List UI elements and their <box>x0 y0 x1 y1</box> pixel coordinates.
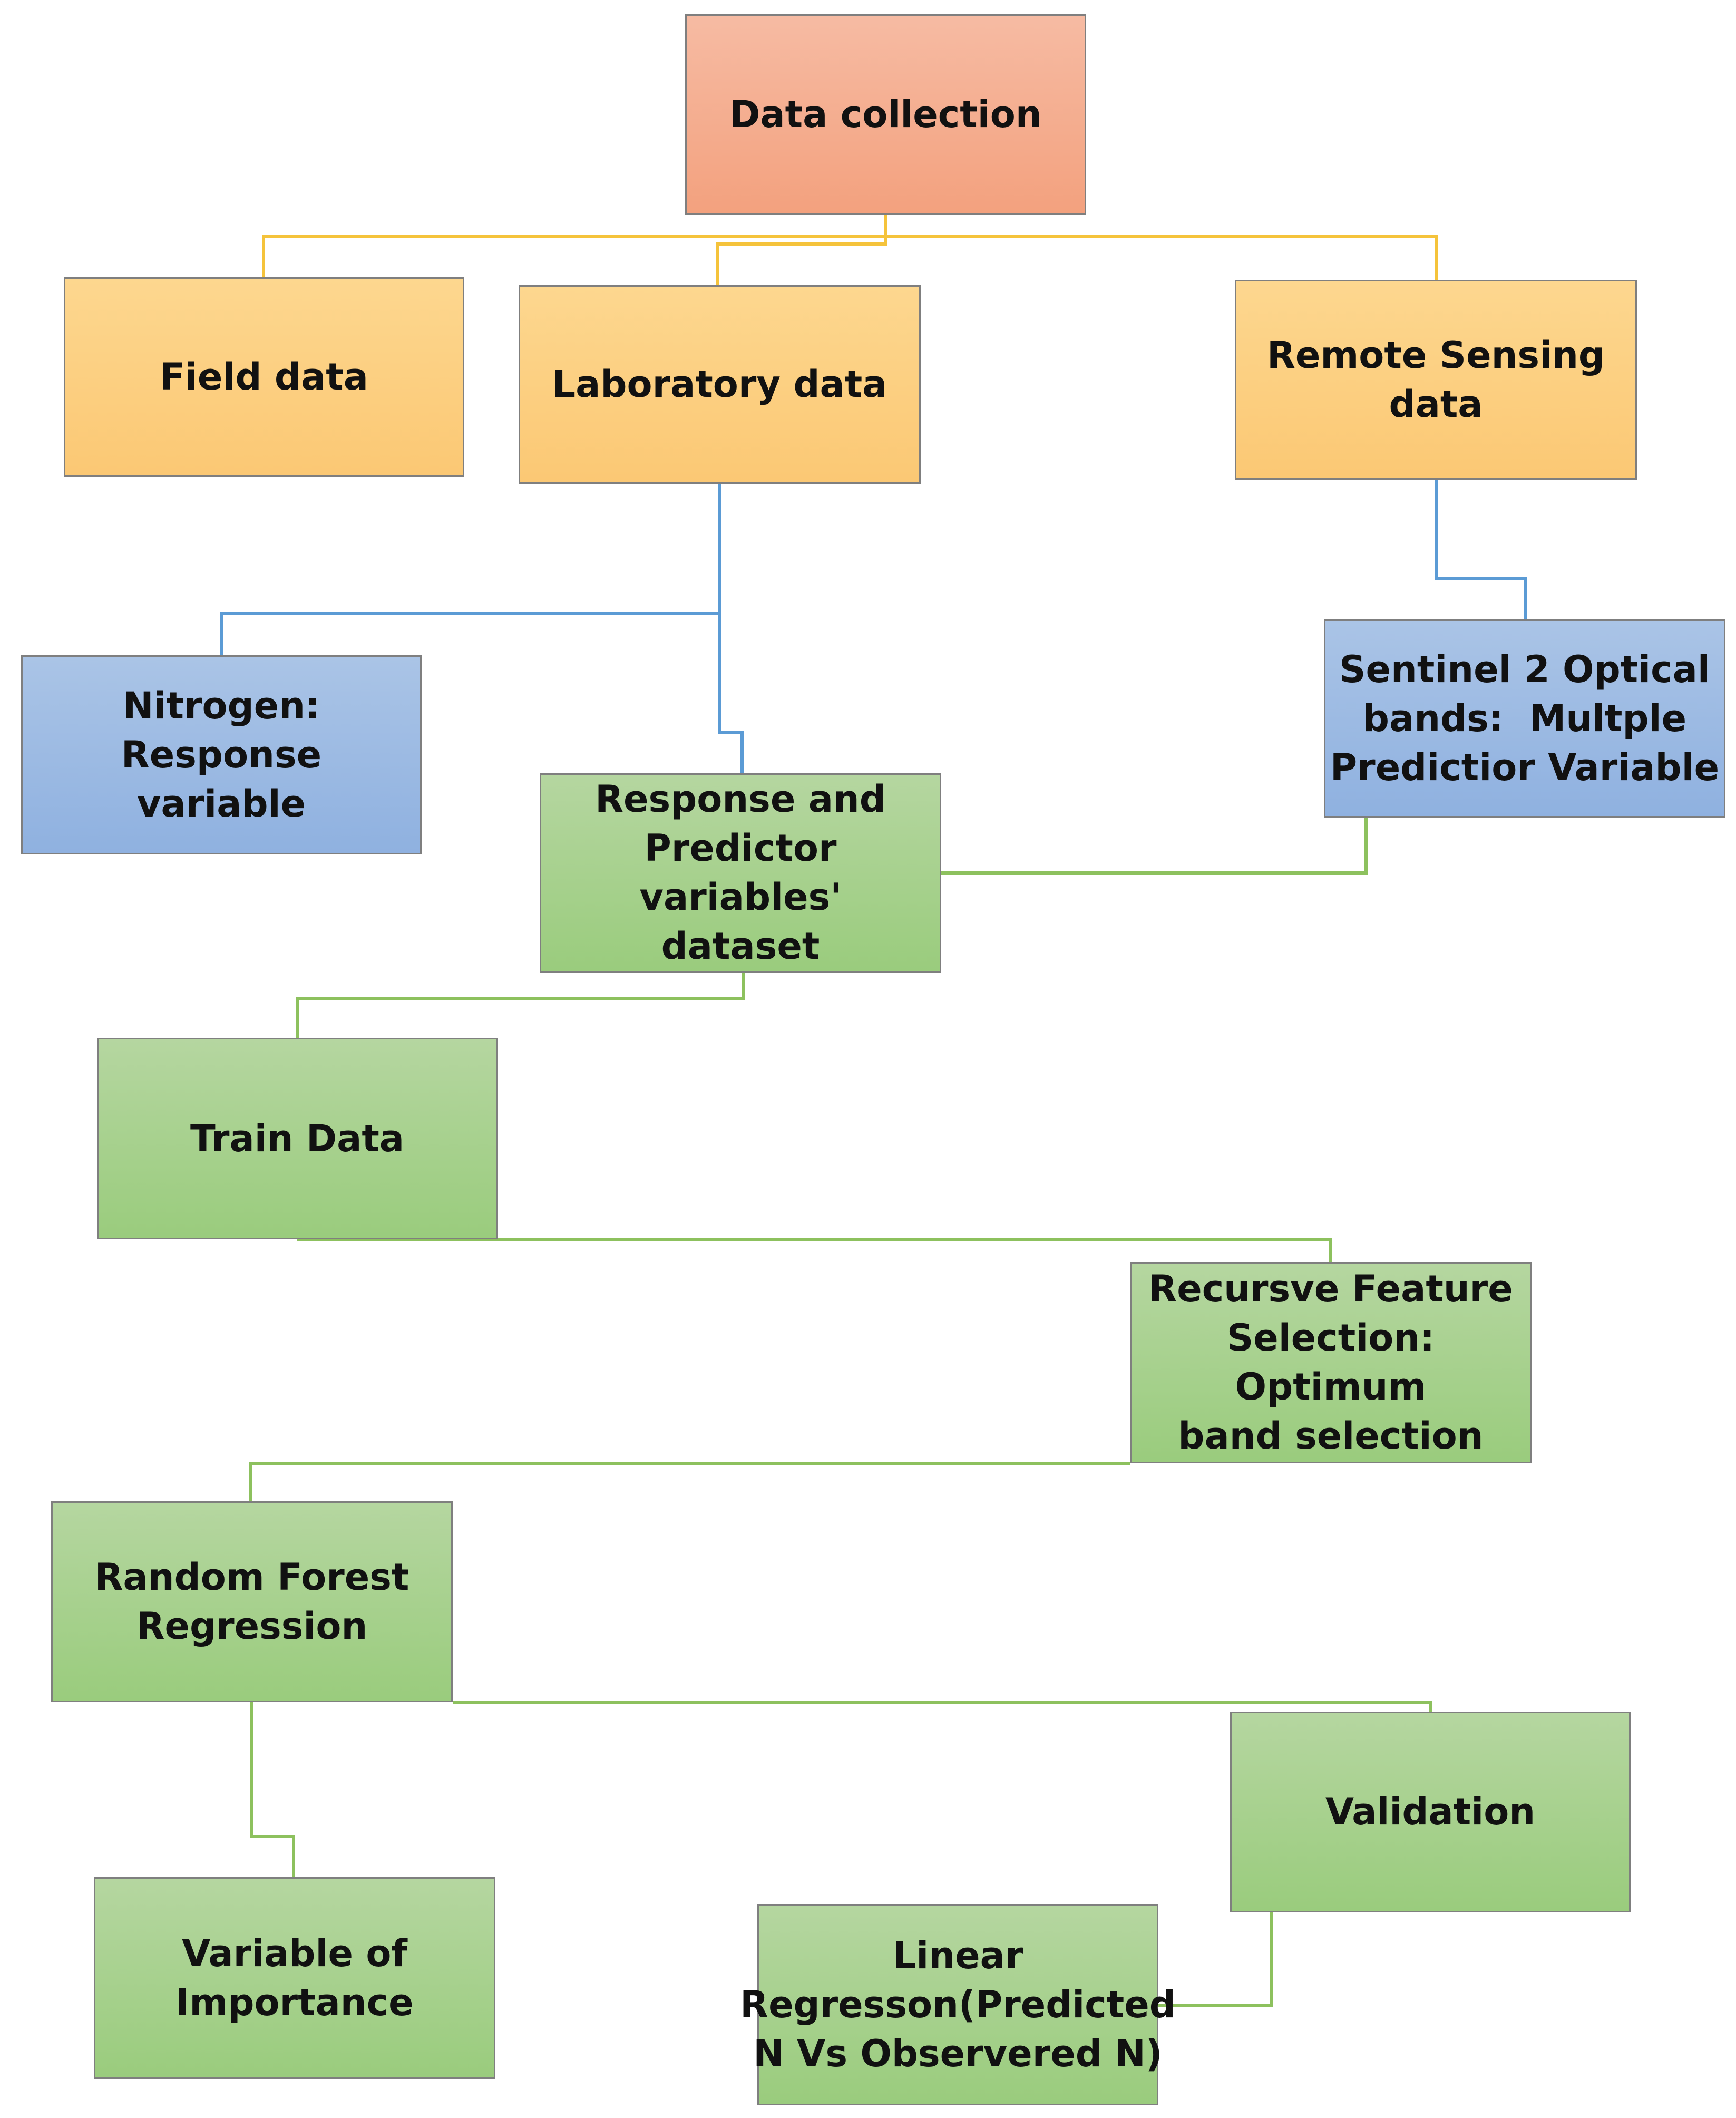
validation-label: Validation <box>1325 1790 1536 1833</box>
random-forest-regression-box: Random Forest Regression <box>51 1501 453 1702</box>
rfs-text: Recursve Feature Selection: Optimum band… <box>1132 1265 1530 1461</box>
connector-lab-dataset <box>718 614 744 773</box>
sentinel-bands-line-3: Predictior Variable <box>1330 745 1720 789</box>
sentinel-bands-line-2: bands: Multple <box>1362 696 1687 740</box>
linear-regression-text: Linear Regresson(Predicted N Vs Observer… <box>740 1931 1176 2078</box>
data-collection-label: Data collection <box>729 93 1042 136</box>
nitrogen-response-text: Nitrogen: Response variable <box>23 682 420 829</box>
response-predictor-line-2: Predictor variables' <box>639 827 842 919</box>
nitrogen-response-box: Nitrogen: Response variable <box>21 655 422 854</box>
remote-sensing-data-label: Remote Sensing data <box>1266 333 1605 426</box>
connector-collection-lab <box>716 215 887 285</box>
linear-regression-box: Linear Regresson(Predicted N Vs Observer… <box>740 1904 1176 2105</box>
linear-regression-line-1: Linear <box>892 1934 1023 1977</box>
variable-importance-line-1: Variable of <box>182 1931 407 1975</box>
response-predictor-line-3: dataset <box>661 925 820 968</box>
connector-lab-nitrogen <box>220 484 721 655</box>
data-collection-box: Data collection <box>685 14 1086 215</box>
recursive-feature-selection-box: Recursve Feature Selection: Optimum band… <box>1130 1262 1532 1463</box>
field-data-label: Field data <box>160 355 368 399</box>
connector-collection-remote <box>886 235 1438 280</box>
laboratory-data-label: Laboratory data <box>552 363 887 406</box>
remote-sensing-data-box: Remote Sensing data <box>1235 280 1637 480</box>
nitrogen-response-line-1: Nitrogen: Response <box>121 684 322 776</box>
connector-rfs-randomforest <box>249 1462 1130 1501</box>
random-forest-text: Random Forest Regression <box>95 1553 409 1651</box>
connector-validation-linear <box>1158 1912 1273 2007</box>
linear-regression-line-3: N Vs Observered N) <box>753 2032 1163 2075</box>
validation-box: Validation <box>1230 1712 1631 1912</box>
sentinel-bands-line-1: Sentinel 2 Optical <box>1339 647 1710 691</box>
random-forest-line-2: Regression <box>136 1604 368 1648</box>
connector-train-rfs <box>297 1238 1332 1262</box>
connector-remote-sentinel <box>1435 480 1527 619</box>
rfs-line-2: Selection: Optimum <box>1226 1316 1435 1408</box>
rfs-line-3: band selection <box>1178 1414 1484 1458</box>
response-predictor-text: Response and Predictor variables' datase… <box>541 775 940 971</box>
rfs-line-1: Recursve Feature <box>1148 1267 1513 1310</box>
sentinel-bands-box: Sentinel 2 Optical bands: Multple Predic… <box>1324 619 1725 818</box>
variable-importance-text: Variable of Importance <box>175 1929 413 2027</box>
variable-importance-line-2: Importance <box>175 1980 414 2024</box>
connector-dataset-train <box>296 973 745 1038</box>
linear-regression-line-2: Regresson(Predicted <box>740 1983 1176 2026</box>
train-data-label: Train Data <box>190 1116 405 1160</box>
connector-randomforest-validation <box>453 1701 1432 1712</box>
connector-sentinel-dataset <box>941 818 1368 875</box>
random-forest-line-1: Random Forest <box>94 1555 409 1599</box>
connector-randomforest-importance <box>250 1702 295 1877</box>
response-predictor-dataset-box: Response and Predictor variables' datase… <box>540 773 941 973</box>
field-data-box: Field data <box>64 277 464 477</box>
train-data-box: Train Data <box>97 1038 498 1239</box>
nitrogen-response-line-2: variable <box>136 782 306 825</box>
laboratory-data-box: Laboratory data <box>519 285 921 484</box>
response-predictor-line-1: Response and <box>595 778 886 821</box>
variable-importance-box: Variable of Importance <box>94 1877 495 2079</box>
sentinel-bands-text: Sentinel 2 Optical bands: Multple Predic… <box>1330 645 1719 792</box>
connector-collection-field <box>262 215 887 277</box>
